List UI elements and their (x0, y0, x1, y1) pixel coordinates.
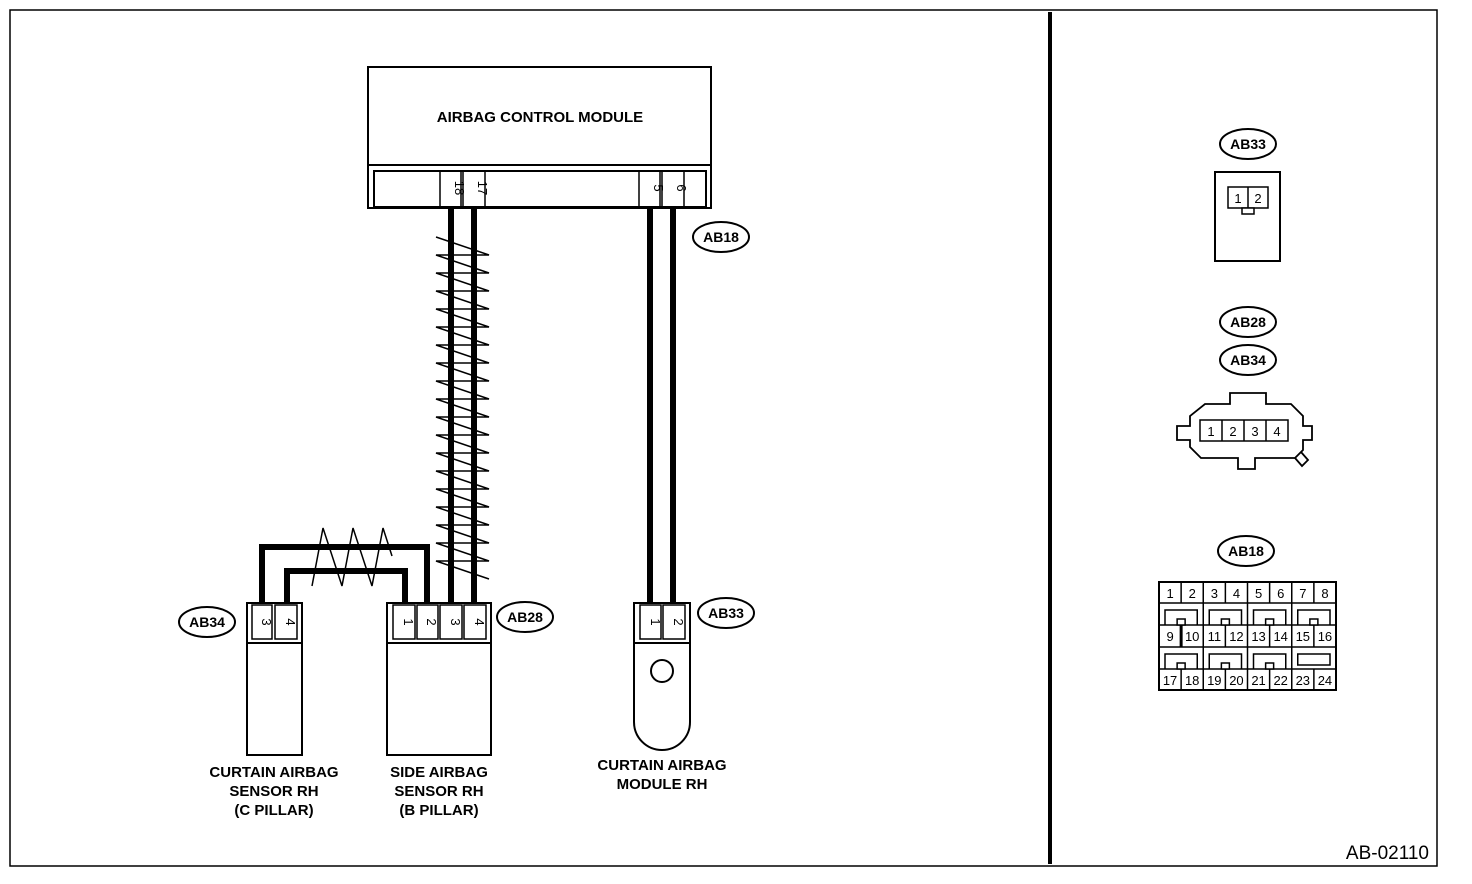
curtain-sensor-label-2: SENSOR RH (229, 783, 318, 800)
tag-ab18: AB18 (692, 221, 750, 253)
ab18-pin-17: 17 (1163, 673, 1177, 688)
side-sensor-label-1: SIDE AIRBAG (390, 764, 488, 781)
ab18-pin-19: 19 (1207, 673, 1221, 688)
svg-text:AB18: AB18 (703, 229, 739, 245)
side-sensor-pin-4: 4 (472, 618, 487, 625)
module-pin-6: 6 (674, 184, 689, 191)
ab18-latch (1220, 618, 1231, 626)
module-pin-18: 18 (452, 181, 467, 195)
ab18-pin-3: 3 (1211, 586, 1218, 601)
ab18-pin-20: 20 (1229, 673, 1243, 688)
tag-ab33: AB33 (697, 597, 755, 629)
module-pin-17: 17 (475, 181, 490, 195)
ab18-pin-13: 13 (1251, 629, 1265, 644)
airbag-control-module: AIRBAG CONTROL MODULE 18 17 5 6 (367, 66, 712, 209)
svg-text:AB34: AB34 (189, 614, 225, 630)
curtain-module-label-2: MODULE RH (617, 776, 708, 793)
side-sensor-pin-2: 2 (424, 618, 439, 625)
ab18-pin-23: 23 (1296, 673, 1310, 688)
ab18-pin-11: 11 (1208, 629, 1222, 644)
curtain-airbag-sensor: 3 4 (246, 602, 303, 756)
side-sensor-label-2: SENSOR RH (394, 783, 483, 800)
ab18-pin-14: 14 (1273, 629, 1287, 644)
ab18-latch (1164, 653, 1198, 669)
ab18-grid-lines (1179, 582, 1315, 690)
ab18-pin-16: 16 (1318, 629, 1332, 644)
module-label: AIRBAG CONTROL MODULE (437, 109, 643, 126)
ab33-view-pin-1: 1 (1234, 191, 1241, 206)
side-sensor-label-3: (B PILLAR) (399, 802, 478, 819)
ab28-view-tag: AB28 (1230, 314, 1266, 330)
ab18-view-tag: AB18 (1228, 543, 1264, 559)
tag-ab34: AB34 (178, 606, 236, 638)
ab18-pin-10: 10 (1185, 629, 1199, 644)
twisted-pair-vertical (435, 236, 490, 580)
ab18-latch (1164, 609, 1198, 625)
curtain-airbag-module: 1 2 (633, 602, 691, 751)
ab18-latch (1264, 618, 1275, 626)
svg-text:AB28: AB28 (507, 609, 543, 625)
wire-outer-loop (259, 544, 430, 603)
connector-view-ab28-ab34: AB28 AB34 1 2 3 4 (1176, 306, 1313, 470)
module-pin-cells (439, 170, 685, 208)
curtain-sensor-pin-4: 4 (283, 618, 298, 625)
ab34-view-tag: AB34 (1230, 352, 1266, 368)
ab33-view-pin-2: 2 (1254, 191, 1261, 206)
ab18-pin-6: 6 (1277, 586, 1284, 601)
ab18-latch (1176, 662, 1186, 670)
svg-text:AB33: AB33 (708, 605, 744, 621)
curtain-module-pin-2: 2 (671, 618, 686, 625)
side-airbag-sensor: 1 2 3 4 (386, 602, 492, 756)
ab18-pin-22: 22 (1273, 673, 1287, 688)
figure-id: AB-02110 (1346, 843, 1429, 864)
curtain-module-label-1: CURTAIN AIRBAG (597, 757, 726, 774)
ab18-pin-21: 21 (1251, 673, 1265, 688)
ab18-latch (1297, 609, 1331, 625)
ab28-view-pin-4: 4 (1273, 424, 1280, 439)
ab18-latches (1164, 609, 1331, 670)
side-sensor-pin-1: 1 (401, 618, 416, 625)
ab18-latch (1208, 609, 1243, 625)
ab18-pin-18: 18 (1185, 673, 1199, 688)
wire-inner-loop (284, 568, 408, 603)
ab18-latch (1176, 618, 1186, 626)
connector-view-ab33: AB33 1 2 (1214, 128, 1281, 262)
curtain-sensor-pin-3: 3 (259, 618, 274, 625)
diagram-frame (9, 9, 1438, 867)
ab18-pin-2: 2 (1189, 586, 1196, 601)
ab18-latch (1309, 618, 1319, 626)
twisted-pair-horizontal (311, 527, 393, 587)
ab18-latch (1264, 662, 1275, 670)
ab18-latch (1220, 662, 1231, 670)
ab18-latch (1252, 653, 1287, 669)
ab33-view-tag: AB33 (1230, 136, 1266, 152)
ab18-pin-7: 7 (1299, 586, 1306, 601)
ab18-pin-1: 1 (1166, 586, 1173, 601)
ab18-pin-12: 12 (1229, 629, 1243, 644)
ab18-pin-4: 4 (1233, 586, 1240, 601)
ab18-latch (1208, 653, 1243, 669)
side-sensor-pin-3: 3 (448, 618, 463, 625)
ab28-view-pin-3: 3 (1251, 424, 1258, 439)
ab28-view-pin-1: 1 (1207, 424, 1214, 439)
ab18-pin-8: 8 (1321, 586, 1328, 601)
ab18-latch (1297, 653, 1331, 666)
ab18-pin-5: 5 (1255, 586, 1262, 601)
ab18-pin-9: 9 (1166, 629, 1173, 644)
ab18-pin-15: 15 (1296, 629, 1310, 644)
tag-ab28: AB28 (496, 601, 554, 633)
module-pin-5: 5 (651, 184, 666, 191)
ab18-pin-24: 24 (1318, 673, 1332, 688)
ab28-view-pin-2: 2 (1229, 424, 1236, 439)
curtain-module-pin-1: 1 (648, 618, 663, 625)
curtain-sensor-label-1: CURTAIN AIRBAG (209, 764, 338, 781)
ab18-latch (1252, 609, 1287, 625)
curtain-sensor-label-3: (C PILLAR) (234, 802, 313, 819)
wires (259, 208, 676, 603)
